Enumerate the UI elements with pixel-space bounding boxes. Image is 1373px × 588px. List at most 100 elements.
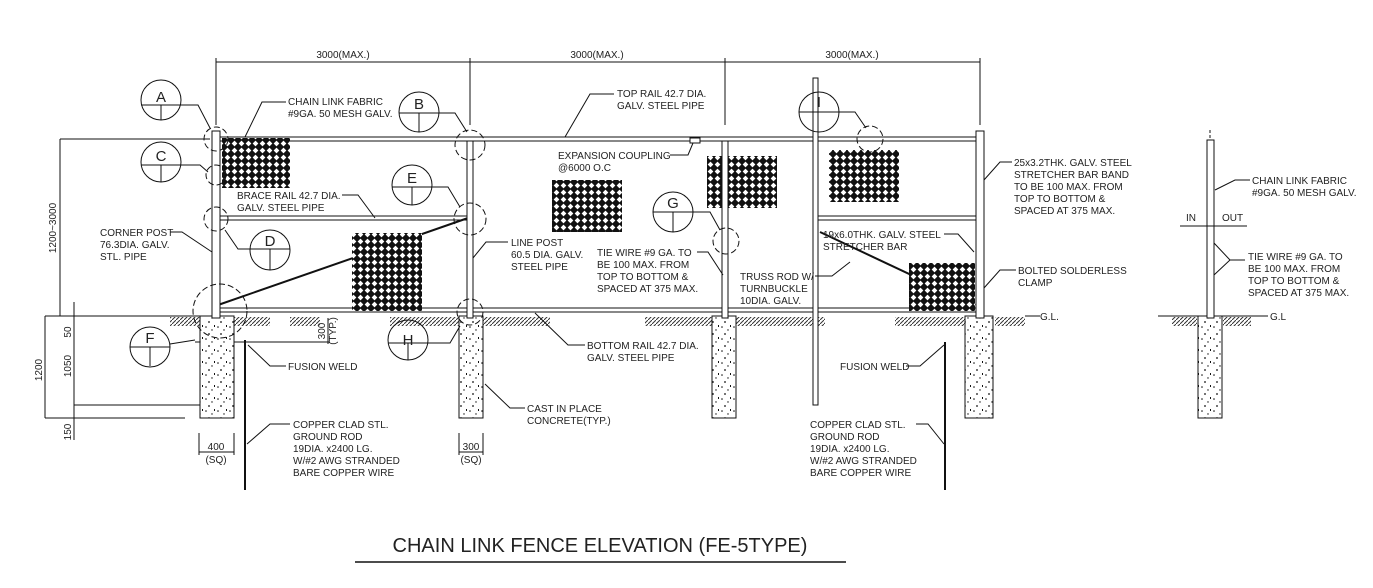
svg-text:GROUND ROD: GROUND ROD xyxy=(810,432,879,443)
label-bottom-rail: BOTTOM RAIL 42.7 DIA. xyxy=(587,341,699,352)
balloon-I: I xyxy=(798,91,867,133)
svg-text:BARE COPPER WIRE: BARE COPPER WIRE xyxy=(293,468,394,479)
label-stretcher-band: 25x3.2THK. GALV. STEEL xyxy=(1014,158,1132,169)
top-rail xyxy=(215,136,981,142)
svg-text:#9GA. 50 MESH GALV.: #9GA. 50 MESH GALV. xyxy=(288,109,393,120)
brace-rail-left xyxy=(215,215,471,221)
svg-text:STRETCHER BAR: STRETCHER BAR xyxy=(823,242,907,253)
section-out-label: OUT xyxy=(1222,213,1243,224)
brace-rail-right xyxy=(816,215,981,221)
below-grade-a: 50 xyxy=(63,326,74,338)
svg-text:STL. PIPE: STL. PIPE xyxy=(100,252,147,263)
svg-text:60.5 DIA. GALV.: 60.5 DIA. GALV. xyxy=(511,250,583,261)
svg-text:CONCRETE(TYP.): CONCRETE(TYP.) xyxy=(527,416,611,427)
label-top-rail: TOP RAIL 42.7 DIA. xyxy=(617,89,706,100)
label-concrete: CAST IN PLACE xyxy=(527,404,602,415)
label-tie-wire: TIE WIRE #9 GA. TO xyxy=(597,248,692,259)
drawing-title: CHAIN LINK FENCE ELEVATION (FE-5TYPE) xyxy=(393,535,808,557)
pole-I xyxy=(812,77,819,406)
balloon-B: B xyxy=(398,91,468,133)
height-dimension: 1200~3000 xyxy=(48,202,59,253)
svg-text:H: H xyxy=(403,332,414,349)
section-fabric-label: CHAIN LINK FABRIC xyxy=(1252,176,1347,187)
label-expansion-coupling: EXPANSION COUPLING xyxy=(558,151,671,162)
svg-text:G: G xyxy=(667,195,679,212)
posts xyxy=(211,77,985,406)
bottom-rail xyxy=(215,307,981,313)
svg-text:(SQ): (SQ) xyxy=(460,455,481,466)
svg-text:W/#2 AWG STRANDED: W/#2 AWG STRANDED xyxy=(293,456,400,467)
section-ground-level: G.L xyxy=(1270,312,1287,323)
balloon-C: C xyxy=(140,141,209,183)
height-dimensions: 1200~3000 1200 50 1050 150 300 (TYP.) xyxy=(34,138,339,440)
ground-level-label: G.L. xyxy=(1040,312,1059,323)
svg-text:SPACED AT 375 MAX.: SPACED AT 375 MAX. xyxy=(1248,288,1349,299)
svg-text:I: I xyxy=(817,94,821,111)
svg-text:GALV. STEEL PIPE: GALV. STEEL PIPE xyxy=(617,101,705,112)
label-line-post: LINE POST xyxy=(511,238,563,249)
label-chain-link-fabric: CHAIN LINK FABRIC xyxy=(288,97,383,108)
corner-post-right xyxy=(975,130,985,319)
svg-text:C: C xyxy=(156,148,167,165)
svg-text:TOP TO BOTTOM &: TOP TO BOTTOM & xyxy=(597,272,689,283)
svg-text:BE 100 MAX. FROM: BE 100 MAX. FROM xyxy=(1248,264,1340,275)
svg-text:SPACED AT 375 MAX.: SPACED AT 375 MAX. xyxy=(597,284,698,295)
corner-post-left xyxy=(211,130,221,319)
svg-text:@6000 O.C: @6000 O.C xyxy=(558,163,611,174)
bay-dimension-2: 3000(MAX.) xyxy=(570,50,623,61)
svg-text:GROUND ROD: GROUND ROD xyxy=(293,432,362,443)
bay-dimension-3: 3000(MAX.) xyxy=(825,50,878,61)
svg-text:TURNBUCKLE: TURNBUCKLE xyxy=(740,284,808,295)
label-corner-post: CORNER POST xyxy=(100,228,173,239)
svg-text:76.3DIA. GALV.: 76.3DIA. GALV. xyxy=(100,240,170,251)
balloon-F: F xyxy=(129,326,196,368)
expansion-coupling xyxy=(689,137,701,144)
balloon-D: D xyxy=(224,229,291,271)
detail-circles xyxy=(192,125,884,339)
fence-section-detail: IN OUT CHAIN LINK FABRIC #9GA. 50 MESH G… xyxy=(1158,130,1357,419)
labels: CHAIN LINK FABRIC #9GA. 50 MESH GALV. TO… xyxy=(100,89,1132,479)
svg-text:#9GA. 50 MESH GALV.: #9GA. 50 MESH GALV. xyxy=(1252,188,1357,199)
svg-text:CLAMP: CLAMP xyxy=(1018,278,1053,289)
svg-text:STRETCHER BAR BAND: STRETCHER BAR BAND xyxy=(1014,170,1129,181)
svg-text:STEEL PIPE: STEEL PIPE xyxy=(511,262,568,273)
svg-text:BE 100 MAX. FROM: BE 100 MAX. FROM xyxy=(597,260,689,271)
line-post-1 xyxy=(466,140,474,319)
below-grade-total: 1200 xyxy=(34,358,45,381)
label-ground-rod-left: COPPER CLAD STL. xyxy=(293,420,389,431)
balloon-A: A xyxy=(140,79,211,129)
below-grade-b: 1050 xyxy=(63,354,74,377)
svg-text:TOP TO BOTTOM &: TOP TO BOTTOM & xyxy=(1248,276,1340,287)
truss-rod-left xyxy=(217,217,469,306)
concrete-footings xyxy=(199,315,994,419)
svg-text:F: F xyxy=(145,330,154,347)
svg-text:GALV. STEEL PIPE: GALV. STEEL PIPE xyxy=(587,353,675,364)
label-ground-rod-right: COPPER CLAD STL. xyxy=(810,420,906,431)
label-fusion-weld-left: FUSION WELD xyxy=(288,362,357,373)
label-stretcher-bar: 19x6.0THK. GALV. STEEL xyxy=(823,230,941,241)
svg-text:10DIA. GALV.: 10DIA. GALV. xyxy=(740,296,801,307)
svg-text:BARE COPPER WIRE: BARE COPPER WIRE xyxy=(810,468,911,479)
chain-link-fabric-samples xyxy=(222,138,975,311)
svg-text:GALV. STEEL PIPE: GALV. STEEL PIPE xyxy=(237,203,325,214)
label-fusion-weld-right: FUSION WELD xyxy=(840,362,909,373)
section-in-label: IN xyxy=(1186,213,1196,224)
ground-hatch: G.L. xyxy=(170,312,1059,326)
svg-text:W/#2 AWG STRANDED: W/#2 AWG STRANDED xyxy=(810,456,917,467)
svg-text:19DIA. x2400 LG.: 19DIA. x2400 LG. xyxy=(810,444,890,455)
svg-text:TO BE 100 MAX. FROM: TO BE 100 MAX. FROM xyxy=(1014,182,1123,193)
bay-dimension-1: 3000(MAX.) xyxy=(316,50,369,61)
detail-balloons: A B C D E F H G I xyxy=(129,79,867,368)
line-footing-size: 300 xyxy=(463,442,480,453)
svg-text:B: B xyxy=(414,96,424,113)
balloon-H: H xyxy=(387,319,461,361)
svg-text:19DIA. x2400 LG.: 19DIA. x2400 LG. xyxy=(293,444,373,455)
balloon-G: G xyxy=(652,191,721,233)
corner-footing-size: 400 xyxy=(208,442,225,453)
line-post-2 xyxy=(721,140,729,319)
section-tie-wire-label: TIE WIRE #9 GA. TO xyxy=(1248,252,1343,263)
below-grade-c: 150 xyxy=(63,423,74,440)
rail-offset-note: (TYP.) xyxy=(328,317,339,345)
label-brace-rail: BRACE RAIL 42.7 DIA. xyxy=(237,191,341,202)
